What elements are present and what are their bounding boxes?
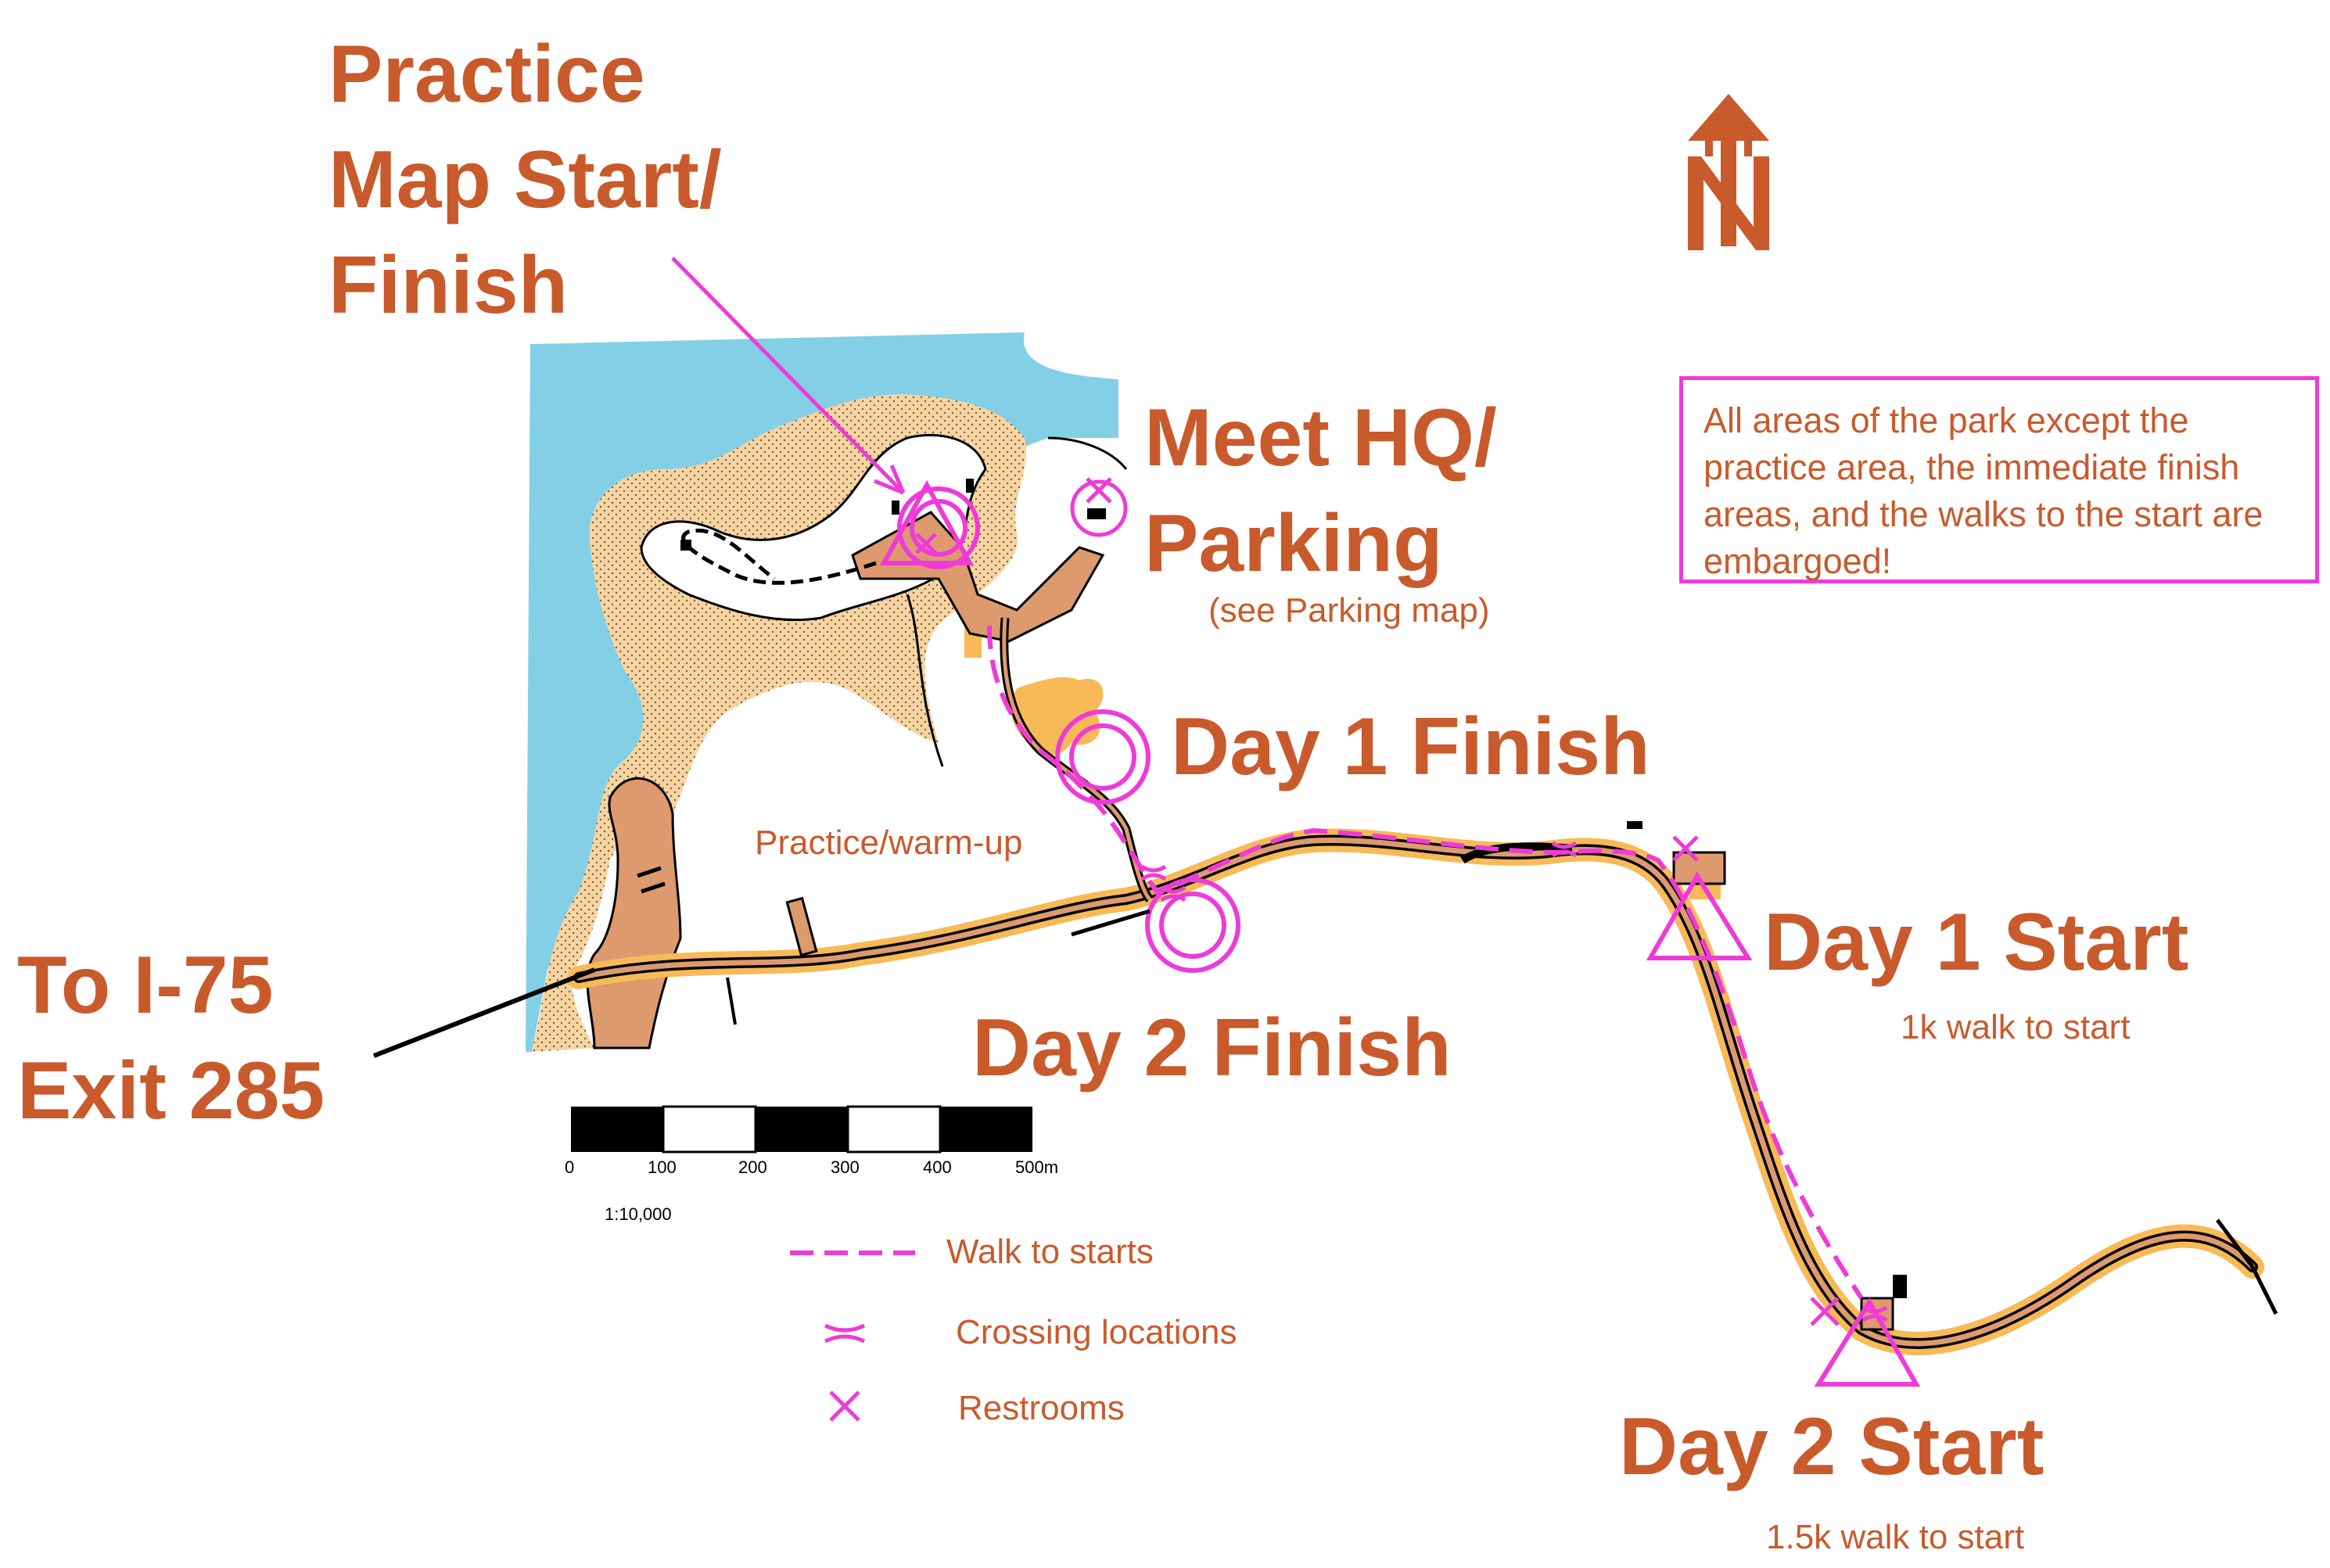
label-exit-285: Exit 285	[17, 1046, 325, 1136]
label-day1-start: Day 1 Start	[1764, 897, 2188, 988]
day2-finish-marks	[1145, 877, 1240, 973]
legend-crossing-symbol	[824, 1323, 866, 1344]
label-practice-2: Map Start/	[328, 135, 722, 225]
road-end-hook-2	[2216, 1218, 2254, 1268]
trail-spur	[1071, 909, 1151, 937]
label-see-parking: (see Parking map)	[1208, 591, 1489, 630]
day1-finish-marks	[1055, 709, 1151, 805]
label-meet-hq: Meet HQ/	[1144, 393, 1497, 483]
legend-restroom-label: Restrooms	[958, 1389, 1125, 1427]
label-practice-1: Practice	[328, 29, 645, 120]
building	[680, 540, 691, 551]
label-to-i75: To I-75	[17, 940, 273, 1031]
practice-pointer-line	[671, 257, 901, 490]
road-to-i75	[372, 967, 596, 1058]
label-day1-walk: 1k walk to start	[1901, 1008, 2130, 1046]
cliff-line	[906, 594, 944, 767]
hq-marker-circle	[1070, 479, 1128, 537]
main-road-inner	[576, 837, 2256, 1347]
trail-spur	[726, 977, 737, 1025]
north-arrow-icon	[1688, 94, 1769, 250]
hq-connector-road	[1000, 617, 1154, 902]
label-practice-3: Finish	[328, 240, 568, 331]
walk-to-starts-path	[987, 625, 1864, 1300]
label-parking: Parking	[1144, 498, 1442, 589]
day1-start-triangle	[1646, 871, 1753, 960]
practice-start-finish-marks	[879, 479, 980, 569]
scale-tick-300: 300	[831, 1157, 860, 1177]
embargo-notice: All areas of the park except the practic…	[1679, 376, 2319, 583]
scale-bar	[571, 1105, 1032, 1154]
loop-trail	[681, 529, 877, 585]
scale-tick-0: 0	[565, 1157, 574, 1177]
legend-walk-label: Walk to starts	[946, 1233, 1154, 1271]
hq-connector-road-inner	[1002, 617, 1151, 901]
building	[892, 501, 899, 515]
embargo-notice-text: All areas of the park except the practic…	[1704, 400, 2264, 581]
day2-start-triangle	[1814, 1297, 1921, 1387]
scale-tick-100: 100	[648, 1157, 677, 1177]
road-end-hook	[2250, 1265, 2278, 1315]
legend-restroom-symbol	[829, 1390, 860, 1422]
label-day2-walk: 1.5k walk to start	[1766, 1518, 2024, 1556]
building	[785, 896, 818, 957]
label-day2-finish: Day 2 Finish	[972, 1003, 1452, 1093]
scale-tick-400: 400	[923, 1157, 952, 1177]
building	[1627, 821, 1642, 829]
legend-crossing-label: Crossing locations	[956, 1313, 1237, 1351]
scale-tick-500m: 500m	[1015, 1157, 1058, 1177]
label-day2-start: Day 2 Start	[1619, 1401, 2044, 1492]
scale-ratio: 1:10,000	[605, 1204, 672, 1224]
building	[1087, 508, 1106, 519]
practice-pointer-arrow	[874, 465, 906, 495]
label-practice-area: Practice/warm-up	[755, 823, 1022, 862]
building	[1893, 1275, 1907, 1298]
scale-tick-200: 200	[738, 1157, 767, 1177]
trail-spur	[637, 866, 666, 894]
cliff-line-2	[1047, 436, 1128, 470]
label-day1-finish: Day 1 Finish	[1171, 701, 1650, 792]
building	[966, 479, 974, 493]
